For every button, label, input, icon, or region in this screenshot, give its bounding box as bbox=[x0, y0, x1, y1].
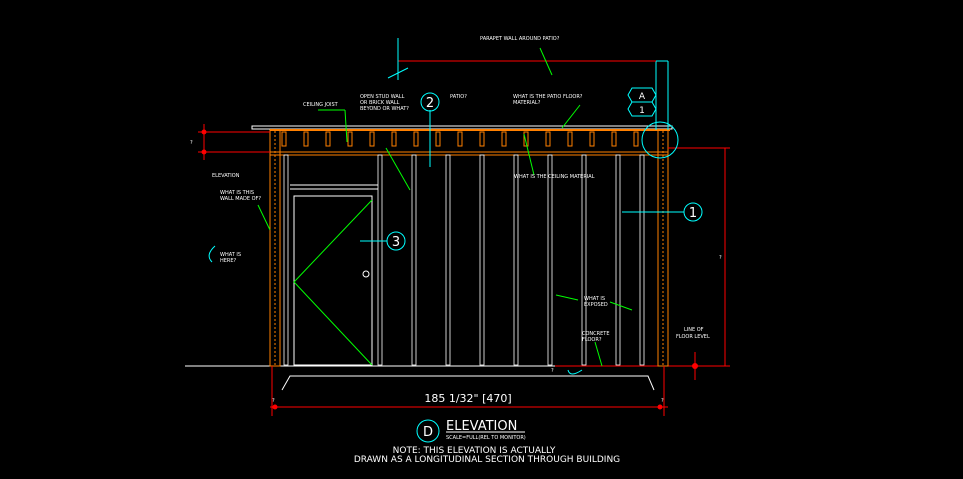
label-open-stud-1: OPEN STUD WALL bbox=[360, 94, 405, 100]
ceiling-joists bbox=[281, 131, 639, 147]
label-what-here-2: HERE? bbox=[220, 258, 237, 264]
svg-text:3: 3 bbox=[392, 235, 400, 250]
wall-stud bbox=[547, 154, 553, 366]
parapet-dim-ext bbox=[387, 38, 409, 80]
title-block: D ELEVATION SCALE=FULL(REL TO MONITOR) N… bbox=[354, 419, 620, 465]
label-ceiling-material: WHAT IS THE CEILING MATERIAL bbox=[514, 174, 595, 180]
title-scale: SCALE=FULL(REL TO MONITOR) bbox=[446, 435, 526, 441]
unknown-dim-left-top: ? bbox=[190, 140, 193, 146]
label-what-here-1: WHAT IS bbox=[220, 252, 241, 258]
parapet bbox=[655, 60, 669, 130]
ceiling-joist bbox=[435, 131, 441, 147]
leader-lines bbox=[257, 47, 633, 367]
ceiling-joist bbox=[281, 131, 287, 147]
wall-stud bbox=[615, 154, 621, 366]
wall-studs bbox=[283, 154, 645, 366]
label-floor-level-2: FLOOR LEVEL bbox=[676, 334, 710, 340]
bubble-2: 2 bbox=[420, 92, 440, 112]
right-wall bbox=[657, 129, 669, 367]
ceiling-joist bbox=[303, 131, 309, 147]
bubble-3: 3 bbox=[386, 231, 406, 251]
width-dimension-text: 185 1/32" [470] bbox=[424, 392, 511, 405]
unknown-dim-bottom-right: ? bbox=[661, 398, 664, 404]
ceiling-joist bbox=[501, 131, 507, 147]
dimension-text: 185 1/32" [470] ? ? ? ? ? bbox=[190, 140, 722, 405]
wall-stud bbox=[639, 154, 645, 366]
ceiling-joist bbox=[369, 131, 375, 147]
ceiling-joist bbox=[523, 131, 529, 147]
wall-stud bbox=[581, 154, 587, 366]
ceiling-joist bbox=[633, 131, 639, 147]
unknown-dim-bottom-left: ? bbox=[272, 398, 275, 404]
ceiling-joist bbox=[479, 131, 485, 147]
wall-stud bbox=[411, 154, 417, 366]
label-exposed-2: EXPOSED bbox=[584, 302, 608, 308]
label-wall-made-2: WALL MADE OF? bbox=[220, 196, 261, 202]
label-wall-made-1: WHAT IS THIS bbox=[220, 190, 254, 196]
label-patio-floor-2: MATERIAL? bbox=[513, 100, 541, 106]
ceiling-joist bbox=[457, 131, 463, 147]
wall-stud bbox=[283, 154, 289, 366]
label-open-stud-2: OR BRICK WALL bbox=[360, 100, 400, 106]
ceiling-joist bbox=[391, 131, 397, 147]
svg-text:1: 1 bbox=[639, 106, 645, 116]
wall-stud bbox=[377, 154, 383, 366]
title-main: ELEVATION bbox=[446, 419, 517, 434]
door-swing bbox=[293, 199, 373, 366]
ceiling-joist bbox=[567, 131, 573, 147]
wall-stud bbox=[445, 154, 451, 366]
floor-level-marker bbox=[684, 352, 712, 380]
ceiling-joist bbox=[589, 131, 595, 147]
foundation-outline bbox=[281, 375, 655, 391]
wall-stud bbox=[479, 154, 485, 366]
bubble-1: 1 bbox=[683, 202, 703, 222]
title-note-2: DRAWN AS A LONGITUDINAL SECTION THROUGH … bbox=[354, 455, 620, 465]
door-frame bbox=[290, 184, 378, 366]
title-letter: D bbox=[423, 425, 433, 440]
label-floor-level-1: LINE OF bbox=[684, 327, 704, 333]
section-marker: A 1 bbox=[627, 87, 657, 117]
ceiling-joist bbox=[347, 131, 353, 147]
bubble-leaders bbox=[208, 110, 684, 375]
height-dim-left bbox=[198, 124, 270, 160]
label-concrete-2: FLOOR? bbox=[582, 337, 602, 343]
left-wall bbox=[269, 129, 281, 367]
annotations: PARAPET WALL AROUND PATIO? PATIO? WHAT I… bbox=[212, 36, 710, 343]
svg-text:A: A bbox=[639, 92, 646, 102]
roof-assembly bbox=[251, 125, 673, 156]
svg-text:1: 1 bbox=[689, 206, 697, 221]
unknown-dim-ground: ? bbox=[551, 368, 554, 374]
ceiling-joist bbox=[325, 131, 331, 147]
wall-stud bbox=[513, 154, 519, 366]
width-dim bbox=[270, 366, 668, 416]
label-concrete-1: CONCRETE bbox=[582, 331, 610, 337]
label-open-stud-3: BEYOND OR WHAT? bbox=[360, 106, 409, 112]
label-ceiling-joist: CEILING JOIST bbox=[303, 102, 339, 108]
ceiling-joist bbox=[611, 131, 617, 147]
label-patio-floor-1: WHAT IS THE PATIO FLOOR? bbox=[513, 94, 583, 100]
door-knob bbox=[362, 270, 370, 278]
ceiling-joist bbox=[545, 131, 551, 147]
svg-text:2: 2 bbox=[426, 96, 434, 111]
label-exposed-1: WHAT IS bbox=[584, 296, 605, 302]
label-parapet: PARAPET WALL AROUND PATIO? bbox=[480, 36, 560, 42]
title-note-1: NOTE: THIS ELEVATION IS ACTUALLY bbox=[393, 446, 556, 456]
unknown-dim-right: ? bbox=[719, 255, 722, 261]
label-patio: PATIO? bbox=[450, 94, 467, 100]
ceiling-joist bbox=[413, 131, 419, 147]
label-elevation-small: ELEVATION bbox=[212, 173, 240, 179]
